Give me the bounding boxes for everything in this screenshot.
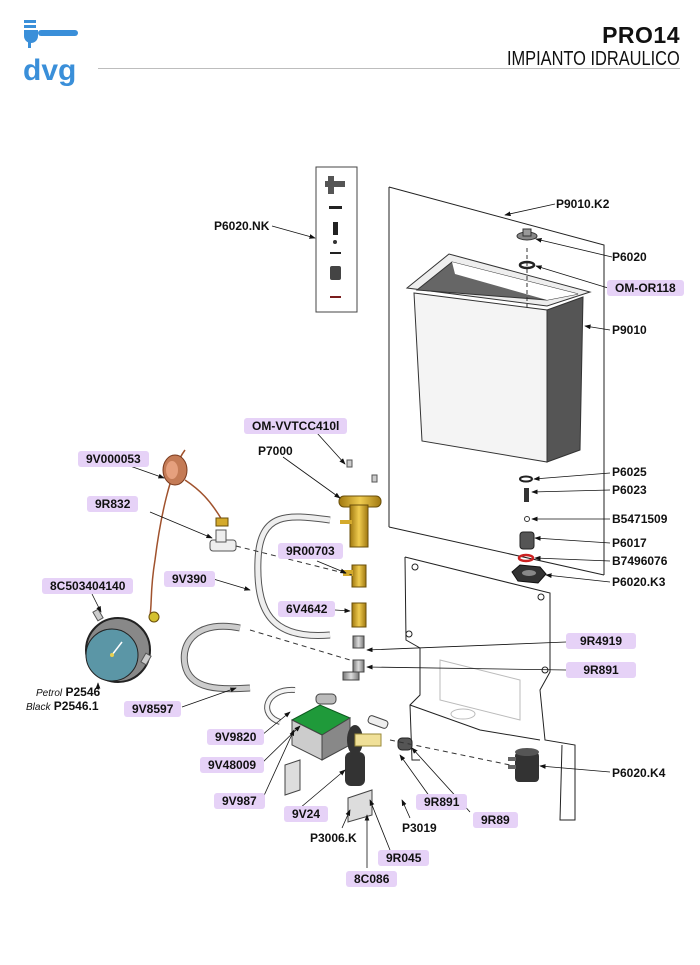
part-label-p3019[interactable]: P3019 bbox=[402, 821, 437, 835]
part-label-9v987[interactable]: 9V987 bbox=[214, 793, 265, 809]
water-tank bbox=[405, 248, 592, 463]
part-label-p6020[interactable]: P6020 bbox=[612, 250, 647, 264]
tee-fitting bbox=[209, 517, 237, 552]
float-switch bbox=[508, 748, 539, 782]
part-label-p6020k4[interactable]: P6020.K4 bbox=[612, 766, 666, 780]
part-label-8c086[interactable]: 8C086 bbox=[346, 871, 398, 887]
page-subtitle: IMPIANTO IDRAULICO bbox=[507, 48, 680, 70]
vibration-pump bbox=[284, 693, 413, 823]
leader-lines bbox=[91, 203, 613, 868]
part-label-p6020k3[interactable]: P6020.K3 bbox=[612, 575, 666, 589]
part-label-9r00703[interactable]: 9R00703 bbox=[278, 543, 343, 559]
part-label-9r891-bottom[interactable]: 9R891 bbox=[416, 794, 468, 810]
part-label-p9010k2[interactable]: P9010.K2 bbox=[556, 197, 610, 211]
part-label-p6025[interactable]: P6025 bbox=[612, 465, 647, 479]
bottom-valve-stack bbox=[511, 475, 547, 584]
part-label-6v4642[interactable]: 6V4642 bbox=[278, 601, 336, 617]
part-label-9r89[interactable]: 9R89 bbox=[473, 812, 518, 828]
part-label-omor118[interactable]: OM-OR118 bbox=[607, 280, 684, 296]
part-label-9r832[interactable]: 9R832 bbox=[87, 496, 139, 512]
part-label-p6017[interactable]: P6017 bbox=[612, 536, 647, 550]
part-label-p6020nk[interactable]: P6020.NK bbox=[214, 219, 270, 233]
part-label-p9010[interactable]: P9010 bbox=[612, 323, 647, 337]
tank-valve bbox=[516, 228, 538, 270]
p2546-code: P2546 bbox=[65, 685, 101, 699]
header-divider bbox=[98, 68, 680, 69]
part-label-8c503404140[interactable]: 8C503404140 bbox=[42, 578, 134, 594]
part-label-9v48009[interactable]: 9V48009 bbox=[200, 757, 265, 773]
part-label-p25461[interactable]: Black P2546.1 bbox=[24, 698, 101, 716]
petrol-prefix: Petrol bbox=[36, 688, 63, 699]
dvg-logo: dvg bbox=[23, 20, 78, 87]
part-label-9v9820[interactable]: 9V9820 bbox=[207, 729, 265, 745]
tubes bbox=[149, 449, 331, 725]
part-label-9v24[interactable]: 9V24 bbox=[284, 806, 329, 822]
part-label-9r045[interactable]: 9R045 bbox=[378, 850, 430, 866]
part-label-9v8597[interactable]: 9V8597 bbox=[124, 701, 182, 717]
brand-text: dvg bbox=[23, 54, 76, 87]
page-title: PRO14 bbox=[602, 22, 680, 48]
part-label-p3006k[interactable]: P3006.K bbox=[310, 831, 357, 845]
part-label-p6023[interactable]: P6023 bbox=[612, 483, 647, 497]
black-prefix: Black bbox=[26, 702, 51, 713]
part-label-b7496076[interactable]: B7496076 bbox=[612, 554, 668, 568]
portafilter-icon bbox=[24, 20, 78, 48]
part-label-omvvtcc410l[interactable]: OM-VVTCC410l bbox=[244, 418, 348, 434]
part-label-9r891-top[interactable]: 9R891 bbox=[566, 662, 636, 678]
mounting-bracket bbox=[404, 556, 576, 821]
part-label-9v000053[interactable]: 9V000053 bbox=[78, 451, 149, 467]
part-label-9r4919[interactable]: 9R4919 bbox=[566, 633, 636, 649]
brass-valve bbox=[338, 459, 382, 681]
p25461-code: P2546.1 bbox=[53, 699, 99, 713]
part-label-p2546[interactable]: Petrol P2546 bbox=[34, 684, 102, 702]
dashed-lines bbox=[235, 545, 511, 766]
part-label-b5471509[interactable]: B5471509 bbox=[612, 512, 668, 526]
part-label-p7000[interactable]: P7000 bbox=[258, 444, 293, 458]
copper-coil bbox=[162, 454, 188, 486]
pressure-gauge bbox=[85, 608, 160, 683]
spare-kit-box bbox=[315, 166, 358, 313]
part-label-9v390[interactable]: 9V390 bbox=[164, 571, 215, 587]
back-panel bbox=[388, 186, 605, 576]
